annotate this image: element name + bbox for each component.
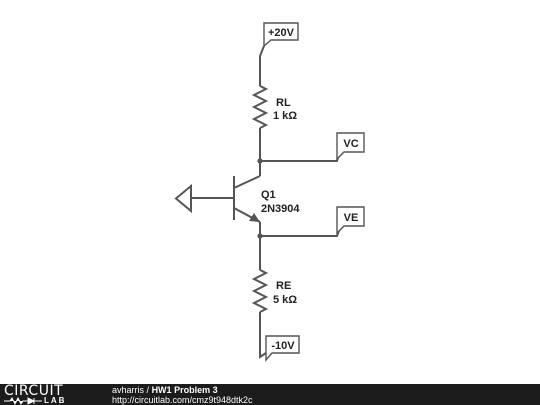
resistor-re [251,269,269,313]
re-value: 5 kΩ [273,294,297,306]
port-vee-label: -10V [271,340,295,352]
logo-text-top: CIRCUIT [4,383,64,399]
ground-symbol [174,183,192,214]
credit-separator: / [146,385,150,395]
port-vc-label: VC [343,138,358,150]
schematic-url-link[interactable]: http://circuitlab.com/cmz9t948dtk2c [112,395,253,405]
resistor-rl [251,85,269,129]
author-link[interactable]: avharris [112,385,145,395]
circuit-schematic: +20V RL 1 kΩ VC Q1 2N3904 VE RE 5 kΩ [174,22,365,362]
wire-vc [260,151,341,162]
re-name: RE [276,280,291,292]
rl-value: 1 kΩ [273,110,297,122]
port-vcc: +20V [263,22,299,48]
schematic-credit: avharris / HW1 Problem 3 [112,385,218,395]
q1-part: 2N3904 [261,203,300,215]
footer-bar: CIRCUIT LAB avharris / HW1 Problem 3 htt… [0,384,540,405]
schematic-title: HW1 Problem 3 [151,385,218,395]
transistor-q1 [233,175,261,223]
wire-vcc-rl [259,45,265,86]
logo-text-bottom: LAB [44,396,67,405]
q1-collector-lead [233,175,261,189]
port-vc: VC [336,132,365,161]
q1-name: Q1 [261,189,276,201]
rl-name: RL [276,97,291,109]
port-vee: -10V [265,335,300,362]
port-vcc-label: +20V [268,27,295,39]
circuitlab-logo[interactable]: CIRCUIT LAB [4,384,96,405]
port-ve-label: VE [344,212,359,224]
port-ve: VE [336,206,365,235]
logo-resistor-diode-icon [4,397,42,405]
q1-emitter-arrow [249,213,260,222]
wire-re-vee [259,312,267,359]
wire-ve [260,227,341,237]
